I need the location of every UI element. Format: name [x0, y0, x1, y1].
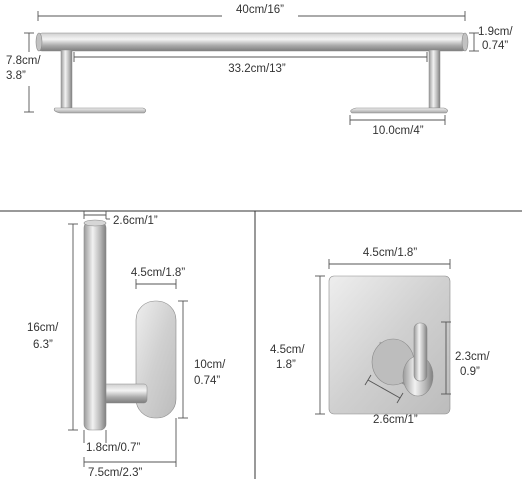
towel-bar-height-label-2: 3.8” [6, 70, 26, 82]
towel-bar-post-spacing-label: 33.2cm/13” [228, 63, 286, 75]
towel-bar-rod-end-left [35, 32, 43, 52]
dim-tick [364, 374, 372, 386]
hook-upright [413, 322, 428, 382]
paper-holder-rod-cap [83, 219, 107, 227]
towel-bar-post-left [60, 49, 73, 109]
towel-bar-rod-end-right [461, 32, 469, 52]
paper-holder-dimensions: 2.6cm/1” 4.5cm/1.8” 16cm/ 6.3” 10cm/ 0.7… [18, 211, 226, 479]
hook-diameter-label: 2.6cm/1” [373, 414, 418, 426]
paper-holder-depth-label: 7.5cm/2.3” [88, 467, 142, 479]
paper-holder-plate-width-label: 4.5cm/1.8” [131, 267, 185, 279]
hook-plate-width-label: 4.5cm/1.8” [363, 247, 417, 259]
towel-bar-diameter-label-2: 0.74” [482, 40, 508, 52]
dim-label-bg [222, 2, 298, 17]
towel-bar-base-right [350, 107, 448, 114]
towel-bar-base-left [53, 107, 147, 114]
dim-label-bg [18, 317, 70, 353]
dim-label-bg [268, 340, 318, 374]
paper-holder-rod [83, 221, 107, 431]
hook-dimensions: 4.5cm/1.8” 4.5cm/ 1.8” 2.3cm/ 0.9” 2.6cm… [268, 247, 490, 426]
towel-bar-post-right [428, 49, 441, 109]
paper-holder-height-label-2: 6.3” [33, 339, 53, 351]
hook-plate-height-label-1: 4.5cm/ [270, 344, 305, 356]
towel-bar-total-length-label: 40cm/16” [236, 4, 284, 16]
hook-plate-height-label-2: 1.8” [276, 359, 296, 371]
towel-bar-rod [37, 32, 467, 52]
paper-holder-plate-height-label-1: 10cm/ [194, 359, 226, 371]
hook-projection-label-2: 0.9” [460, 366, 480, 378]
paper-holder-height-label-1: 16cm/ [27, 322, 59, 334]
paper-holder-rod-diameter-label: 2.6cm/1” [113, 215, 158, 227]
towel-bar-dimensions: 40cm/16” 1.9cm/ 0.74” 7.8cm/ 3.8” 33.2cm… [4, 2, 513, 137]
paper-holder-arm-diameter-label: 1.8cm/0.7” [86, 442, 140, 454]
hook-illustration [328, 275, 451, 415]
towel-bar-illustration [35, 32, 469, 114]
dim-line-hook-diameter [367, 379, 401, 399]
paper-holder-plate-height-label-2: 0.74” [194, 375, 220, 387]
towel-bar-base-length-label: 10.0cm/4” [372, 125, 423, 137]
hook-projection-label-1: 2.3cm/ [455, 351, 490, 363]
towel-bar-height-label-1: 7.8cm/ [6, 55, 41, 67]
paper-holder-arm [102, 383, 148, 404]
towel-bar-diameter-label-1: 1.9cm/ [478, 26, 513, 38]
paper-holder-illustration [83, 219, 177, 431]
dim-label-bg [4, 52, 46, 86]
dim-tick [396, 392, 404, 404]
